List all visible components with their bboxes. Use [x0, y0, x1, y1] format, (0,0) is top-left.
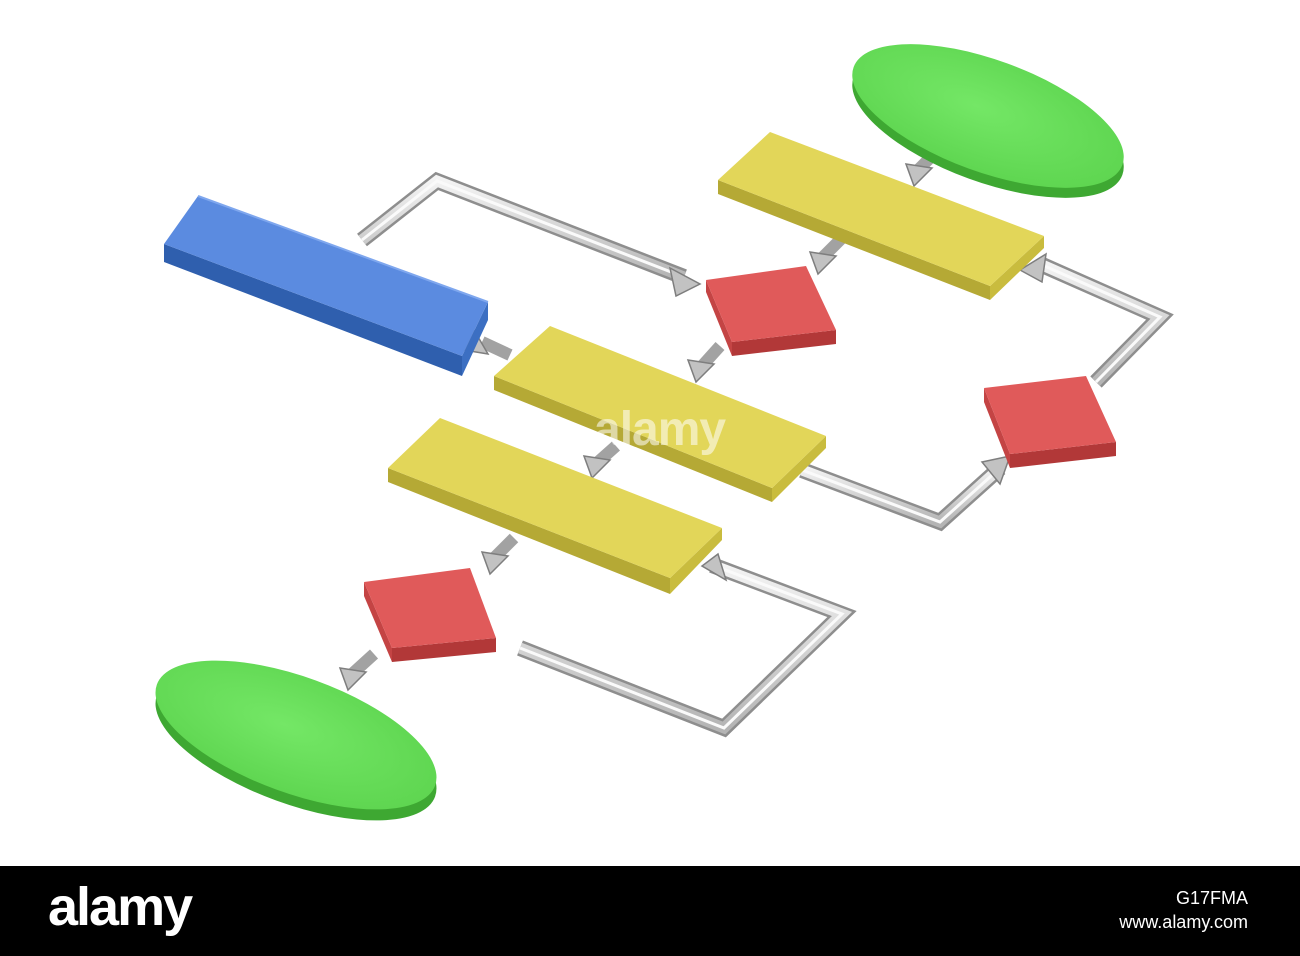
arrow-head-icon [480, 551, 510, 576]
arrow-head-icon [980, 454, 1012, 486]
decision-block-2 [984, 376, 1116, 468]
process-block-2 [494, 326, 826, 502]
edge-io-to-decision-1 [357, 171, 687, 285]
decision-block-3 [364, 568, 496, 662]
image-code: G17FMA [1175, 888, 1248, 908]
flowchart-svg [155, 44, 1174, 821]
process-block-1 [718, 132, 1044, 300]
arrow-head-icon [686, 359, 716, 384]
terminator-start [852, 44, 1124, 198]
image-id-block: G17FMA www.alamy.com [1119, 886, 1248, 934]
arrow-heads [338, 163, 1047, 692]
arrow-head-icon [582, 455, 612, 480]
arrow-head-icon [700, 552, 728, 582]
arrow-head-icon [338, 667, 368, 692]
arrow-head-icon [808, 251, 838, 276]
decision-block-1 [706, 266, 836, 356]
edge-process-2-to-decision-2 [799, 462, 1006, 532]
process-block-3 [388, 418, 722, 594]
arrow-head-icon [904, 163, 934, 188]
terminator-end [155, 660, 437, 821]
io-block-blue [164, 195, 489, 376]
alamy-logo: alamy [48, 877, 193, 937]
arrow-head-icon [668, 266, 702, 298]
edge-decision-3-to-process-3 [517, 557, 857, 738]
watermark-text: alamy [594, 403, 726, 456]
stock-footer: alamy G17FMA www.alamy.com [0, 866, 1300, 956]
site-url: www.alamy.com [1119, 912, 1248, 932]
diagram-canvas: alamy [155, 44, 1174, 821]
edge-decision-2-to-process-1 [1036, 256, 1174, 388]
arrow-head-icon [1018, 252, 1047, 284]
